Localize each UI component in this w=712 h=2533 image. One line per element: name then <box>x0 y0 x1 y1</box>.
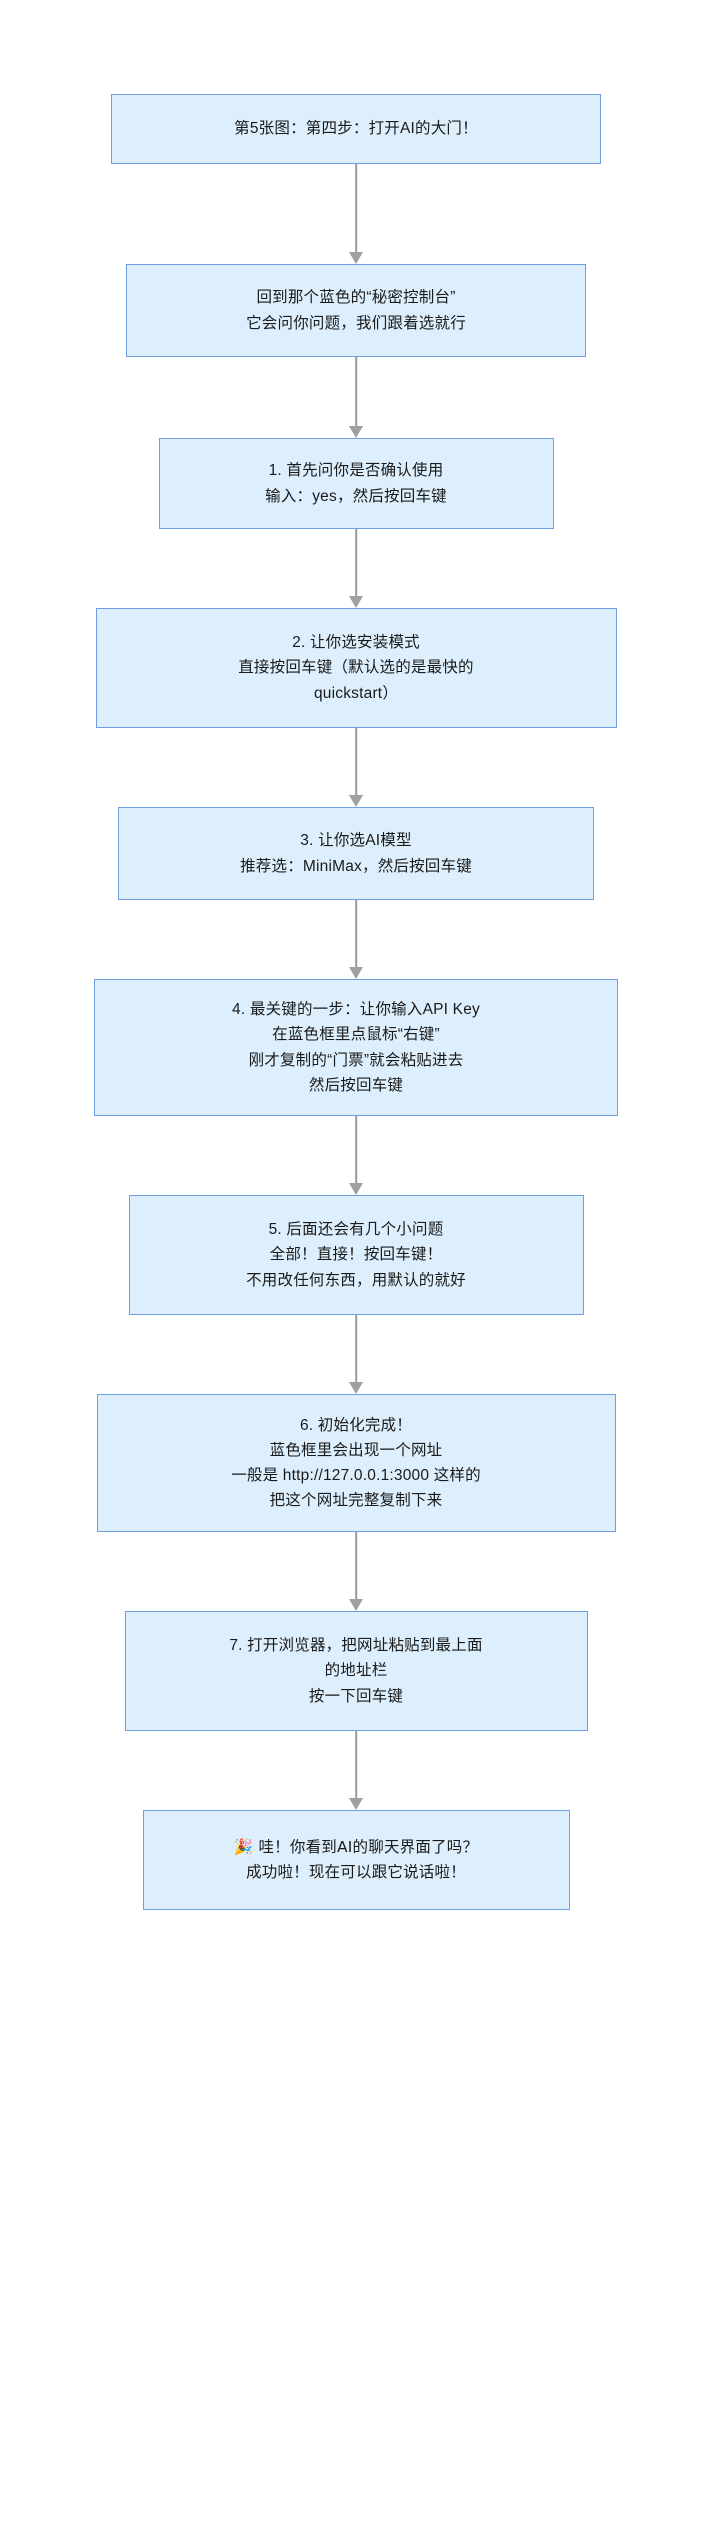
down-arrow-icon <box>349 1599 363 1611</box>
step-5-node-line-3: 不用改任何东西，用默认的就好 <box>246 1271 466 1289</box>
step-7-node-line-3: 按一下回车键 <box>308 1687 404 1705</box>
step-3-node[interactable]: 3. 让你选AI模型 推荐选：MiniMax，然后按回车键 <box>118 807 594 900</box>
connector-line <box>355 728 357 796</box>
connector-step-2-to-step-3 <box>349 728 363 807</box>
step-7-node[interactable]: 7. 打开浏览器，把网址粘贴到最上面 的地址栏 按一下回车键 <box>124 1611 588 1731</box>
down-arrow-icon <box>349 1382 363 1394</box>
step-6-node-line-1: 6. 初始化完成！ <box>299 1416 413 1434</box>
step-6-node-line-4: 把这个网址完整复制下来 <box>269 1492 443 1510</box>
step-2-node-line-2: 直接按回车键（默认选的是最快的 <box>238 659 474 677</box>
step-2-node[interactable]: 2. 让你选安装模式 直接按回车键（默认选的是最快的 quickstart） <box>95 608 617 728</box>
connector-intro-to-step-1 <box>349 357 363 438</box>
step-1-node-line-1: 1. 首先问你是否确认使用 <box>268 462 444 480</box>
step-4-node-line-3: 刚才复制的“门票”就会粘贴进去 <box>248 1051 464 1069</box>
success-node-line-1: 🎉 哇！你看到AI的聊天界面了吗？ <box>233 1837 479 1856</box>
step-1-node-line-2: 输入：yes，然后按回车键 <box>265 487 447 505</box>
step-4-node-line-2: 在蓝色框里点鼠标“右键” <box>272 1026 440 1044</box>
down-arrow-icon <box>349 252 363 264</box>
step-2-node-line-1: 2. 让你选安装模式 <box>292 634 420 652</box>
connector-line <box>355 164 357 253</box>
step-1-node[interactable]: 1. 首先问你是否确认使用 输入：yes，然后按回车键 <box>158 438 554 529</box>
title-node[interactable]: 第5张图：第四步：打开AI的大门！ <box>111 94 601 164</box>
step-6-node-line-2: 蓝色框里会出现一个网址 <box>269 1441 443 1459</box>
step-7-node-line-2: 的地址栏 <box>324 1662 388 1680</box>
connector-line <box>355 1532 357 1600</box>
down-arrow-icon <box>349 1798 363 1810</box>
connector-line <box>355 900 357 968</box>
connector-step-3-to-step-4 <box>349 900 363 979</box>
step-4-node-line-1: 4. 最关键的一步：让你输入API Key <box>232 1001 480 1019</box>
intro-node-line-1: 回到那个蓝色的“秘密控制台” <box>256 289 456 307</box>
step-5-node[interactable]: 5. 后面还会有几个小问题 全部！直接！按回车键！ 不用改任何东西，用默认的就好 <box>128 1195 584 1315</box>
down-arrow-icon <box>349 596 363 608</box>
intro-node[interactable]: 回到那个蓝色的“秘密控制台” 它会问你问题，我们跟着选就行 <box>126 264 586 357</box>
connector-step-1-to-step-2 <box>349 529 363 608</box>
step-5-node-line-1: 5. 后面还会有几个小问题 <box>268 1221 444 1239</box>
intro-node-line-2: 它会问你问题，我们跟着选就行 <box>246 314 466 332</box>
connector-line <box>355 1731 357 1799</box>
down-arrow-icon <box>349 426 363 438</box>
success-node-line-2: 成功啦！现在可以跟它说话啦！ <box>246 1864 466 1881</box>
down-arrow-icon <box>349 1183 363 1195</box>
success-node[interactable]: 🎉 哇！你看到AI的聊天界面了吗？ 成功啦！现在可以跟它说话啦！ <box>142 1810 570 1910</box>
step-4-node-line-4: 然后按回车键 <box>308 1076 404 1094</box>
step-5-node-line-2: 全部！直接！按回车键！ <box>269 1246 443 1264</box>
connector-line <box>355 1315 357 1383</box>
step-3-node-line-2: 推荐选：MiniMax，然后按回车键 <box>240 857 472 875</box>
connector-step-6-to-step-7 <box>349 1532 363 1611</box>
step-2-node-line-3: quickstart） <box>313 684 399 702</box>
step-6-node[interactable]: 6. 初始化完成！ 蓝色框里会出现一个网址 一般是 http://127.0.0… <box>96 1394 616 1532</box>
step-6-node-line-3: 一般是 http://127.0.0.1:3000 这样的 <box>231 1467 481 1484</box>
step-7-node-line-1: 7. 打开浏览器，把网址粘贴到最上面 <box>229 1637 483 1655</box>
connector-step-4-to-step-5 <box>349 1116 363 1195</box>
title-node-line-1: 第5张图：第四步：打开AI的大门！ <box>234 120 478 138</box>
connector-step-5-to-step-6 <box>349 1315 363 1394</box>
connector-line <box>355 357 357 427</box>
down-arrow-icon <box>349 967 363 979</box>
step-4-node[interactable]: 4. 最关键的一步：让你输入API Key 在蓝色框里点鼠标“右键” 刚才复制的… <box>94 979 618 1116</box>
down-arrow-icon <box>349 795 363 807</box>
connector-line <box>355 529 357 597</box>
connector-title-to-intro <box>349 164 363 264</box>
step-3-node-line-1: 3. 让你选AI模型 <box>300 832 412 850</box>
connector-line <box>355 1116 357 1184</box>
connector-step-7-to-success <box>349 1731 363 1810</box>
